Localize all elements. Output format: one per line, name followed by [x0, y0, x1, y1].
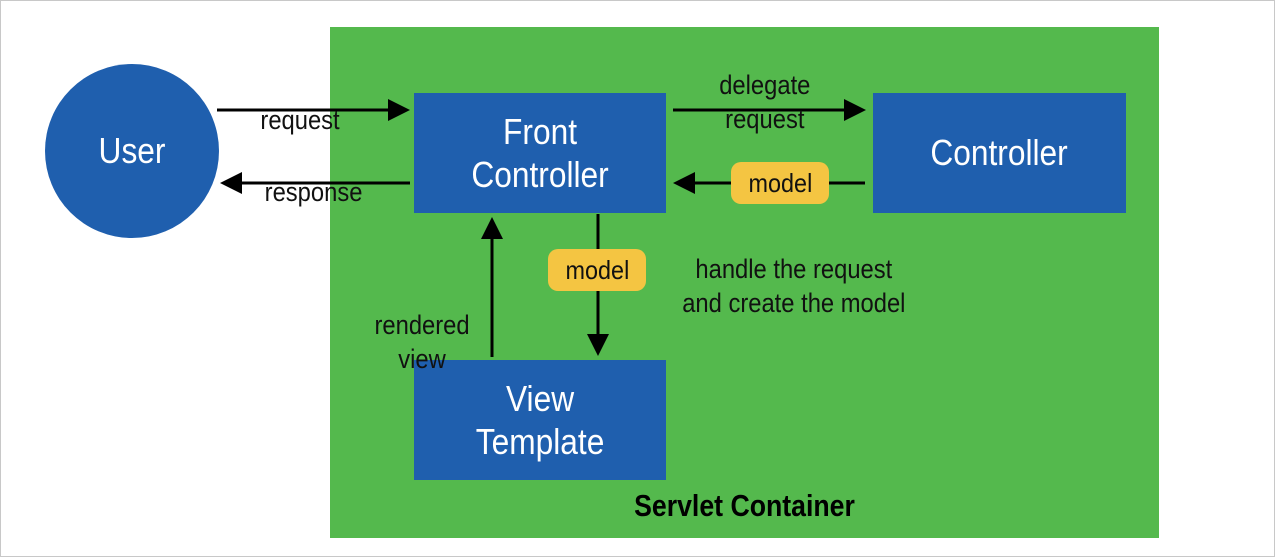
user-node: User — [45, 64, 219, 238]
request-label: request — [260, 104, 340, 135]
handle-request-label: handle the request and create the model — [682, 253, 906, 318]
view-template-label: View Template — [475, 377, 605, 462]
controller-label: Controller — [930, 132, 1069, 174]
front-controller-node: Front Controller — [414, 93, 666, 213]
rendered-view-arrow — [481, 217, 503, 357]
response-label: response — [265, 176, 363, 207]
front-controller-label: Front Controller — [471, 110, 609, 195]
response-arrow — [220, 172, 410, 194]
model-return-badge: model — [731, 162, 829, 204]
view-template-node: View Template — [414, 360, 666, 480]
servlet-container-label: Servlet Container — [634, 488, 855, 523]
request-arrow — [217, 99, 410, 121]
delegate-request-arrow — [673, 99, 866, 121]
controller-node: Controller — [873, 93, 1126, 213]
rendered-view-label: rendered view — [374, 309, 471, 374]
user-node-label: User — [98, 130, 166, 171]
model-down-badge: model — [548, 249, 646, 291]
delegate-request-label: delegate request — [719, 69, 811, 134]
